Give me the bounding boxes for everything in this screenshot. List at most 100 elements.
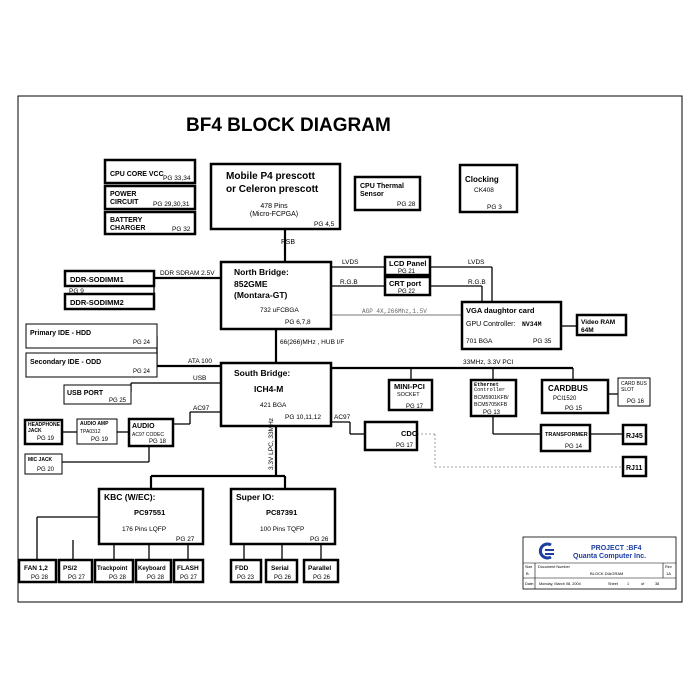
- transformer-block: TRANSFORMER PG 14: [539, 423, 592, 453]
- svg-text:BCM5901KFB/: BCM5901KFB/: [474, 395, 509, 401]
- svg-text:ICH4-M: ICH4-M: [254, 384, 283, 394]
- south-bridge-block: South Bridge: ICH4-M 421 BGA PG 10,11,12: [219, 361, 333, 428]
- svg-text:Controller: Controller: [474, 387, 505, 393]
- svg-text:FLASH: FLASH: [177, 565, 199, 572]
- svg-text:RJ11: RJ11: [626, 465, 642, 472]
- svg-text:852GME: 852GME: [234, 279, 268, 289]
- svg-text:PG 15: PG 15: [565, 406, 583, 412]
- parallel-block: Parallel PG 26: [302, 558, 340, 584]
- connections: [36, 229, 623, 560]
- svg-text:PG 29,30,31: PG 29,30,31: [153, 201, 190, 208]
- serial-block: Serial PG 26: [264, 558, 299, 584]
- svg-text:PG 3: PG 3: [487, 204, 502, 211]
- of-value: 38: [655, 582, 659, 586]
- svg-text:USB PORT: USB PORT: [67, 390, 104, 397]
- svg-text:CARDBUS: CARDBUS: [548, 384, 589, 393]
- svg-text:421 BGA: 421 BGA: [260, 402, 287, 409]
- svg-text:AUDIO: AUDIO: [132, 423, 155, 430]
- svg-text:MINI-PCI: MINI-PCI: [394, 382, 425, 391]
- svg-text:PG 17: PG 17: [406, 404, 424, 410]
- lpc-bus-label: 3.3V LPC, 33MHz: [268, 418, 275, 470]
- svg-text:POWER: POWER: [110, 191, 136, 198]
- svg-text:PG 17: PG 17: [396, 443, 414, 449]
- headphone-jack-block: HEADPHONE JACK PG 19: [23, 418, 64, 446]
- company-label: Quanta Computer Inc.: [573, 553, 646, 560]
- svg-text:701 BGA: 701 BGA: [466, 338, 493, 345]
- keyboard-block: Keyboard PG 28: [134, 558, 173, 584]
- sheet-value: 1: [627, 582, 629, 586]
- svg-text:Secondary IDE - ODD: Secondary IDE - ODD: [30, 359, 101, 366]
- title-block: PROJECT :BF4 Quanta Computer Inc. Size B…: [522, 536, 677, 590]
- svg-text:CK408: CK408: [474, 187, 494, 194]
- svg-text:Video RAM: Video RAM: [581, 319, 615, 326]
- of-label: of: [641, 582, 645, 586]
- svg-text:Primary IDE - HDD: Primary IDE - HDD: [30, 330, 91, 337]
- svg-text:PG 19: PG 19: [37, 436, 55, 442]
- svg-text:or Celeron prescott: or Celeron prescott: [226, 184, 319, 195]
- cpu-block: Mobile P4 prescott or Celeron prescott 4…: [209, 162, 342, 231]
- battery-charger-block: BATTERY CHARGER PG 32: [103, 210, 197, 236]
- fdd-block: FDD PG 23: [229, 558, 263, 584]
- svg-text:PG 28: PG 28: [397, 201, 416, 208]
- svg-text:Super IO:: Super IO:: [236, 492, 274, 502]
- svg-text:Keyboard: Keyboard: [138, 566, 166, 572]
- size-value: B: [526, 571, 529, 576]
- ata-bus-label: ATA 100: [188, 358, 212, 365]
- svg-text:PG 20: PG 20: [37, 467, 55, 473]
- hub-bus-label: 66(266)MHz , HUB I/F: [280, 339, 344, 346]
- svg-text:PG 23: PG 23: [237, 575, 255, 581]
- cardbus-block: CARDBUS PCI1520 PG 15: [540, 378, 610, 415]
- rj11-block: RJ11: [621, 455, 648, 478]
- svg-text:RJ45: RJ45: [626, 433, 643, 440]
- svg-text:CRT port: CRT port: [389, 279, 422, 288]
- svg-text:FAN 1,2: FAN 1,2: [24, 565, 48, 572]
- ac97-left-label: AC97: [193, 405, 210, 412]
- svg-text:PG 16: PG 16: [627, 399, 645, 405]
- power-circuit-block: POWER CIRCUIT PG 29,30,31: [103, 184, 197, 211]
- svg-text:PG 27: PG 27: [180, 575, 198, 581]
- ddr-sodimm1-block: DDR-SODIMM1: [63, 269, 156, 288]
- svg-text:TPA0312: TPA0312: [80, 429, 101, 435]
- svg-text:North Bridge:: North Bridge:: [234, 267, 289, 277]
- lcd-panel-block: LCD Panel PG 21: [383, 255, 432, 277]
- svg-text:Clocking: Clocking: [465, 175, 499, 184]
- sheet-border: [17, 95, 683, 603]
- svg-text:HEADPHONE: HEADPHONE: [28, 422, 61, 428]
- svg-text:PG 25: PG 25: [109, 398, 127, 404]
- svg-text:AUDIO AMP: AUDIO AMP: [80, 421, 109, 427]
- usb-port-block: USB PORT PG 25: [63, 384, 132, 405]
- clocking-block: Clocking CK408 PG 3: [458, 163, 519, 214]
- svg-text:PG 26: PG 26: [310, 536, 329, 543]
- svg-text:(Montara-GT): (Montara-GT): [234, 290, 288, 300]
- rev-value: 1A: [666, 571, 671, 576]
- mini-pci-block: MINI-PCI SOCKET PG 17: [387, 378, 434, 412]
- svg-text:PS/2: PS/2: [63, 565, 77, 572]
- svg-text:NV34M: NV34M: [522, 321, 542, 328]
- svg-text:PG 18: PG 18: [149, 439, 167, 445]
- svg-text:SOCKET: SOCKET: [397, 392, 420, 398]
- svg-text:KBC (W/EC):: KBC (W/EC):: [104, 492, 156, 502]
- ac97-right-label: AC97: [334, 414, 351, 421]
- svg-text:PC97551: PC97551: [134, 508, 165, 517]
- secondary-ide-block: Secondary IDE - ODD PG 24: [25, 352, 158, 378]
- svg-text:Parallel: Parallel: [308, 565, 331, 572]
- svg-text:MIC JACK: MIC JACK: [28, 457, 53, 463]
- svg-text:AC97 CODEC: AC97 CODEC: [132, 432, 164, 438]
- svg-text:BCM5705KFB: BCM5705KFB: [474, 402, 508, 408]
- rgb-right-label: R.G.B: [468, 279, 486, 286]
- svg-text:176 Pins LQFP: 176 Pins LQFP: [122, 526, 166, 533]
- audio-codec-block: AUDIO AC97 CODEC PG 18: [127, 417, 175, 448]
- svg-text:PG 27: PG 27: [176, 536, 195, 543]
- svg-text:64M: 64M: [581, 327, 594, 334]
- svg-text:PG 6,7,8: PG 6,7,8: [285, 319, 311, 326]
- svg-text:PG 28: PG 28: [31, 575, 49, 581]
- svg-text:732 uFCBGA: 732 uFCBGA: [260, 307, 299, 314]
- svg-text:PG 22: PG 22: [398, 289, 416, 295]
- audio-amp-block: AUDIO AMP TPA0312 PG 19: [76, 418, 118, 445]
- svg-text:PG 26: PG 26: [313, 575, 331, 581]
- pci-bus-label: 33MHz, 3.3V PCI: [463, 359, 513, 366]
- trackpoint-block: Trackpoint PG 28: [93, 558, 135, 584]
- svg-text:South Bridge:: South Bridge:: [234, 368, 290, 378]
- cpu-core-vcc-block: CPU CORE VCC PG 33,34: [103, 158, 197, 185]
- lvds-right-label: LVDS: [468, 259, 485, 266]
